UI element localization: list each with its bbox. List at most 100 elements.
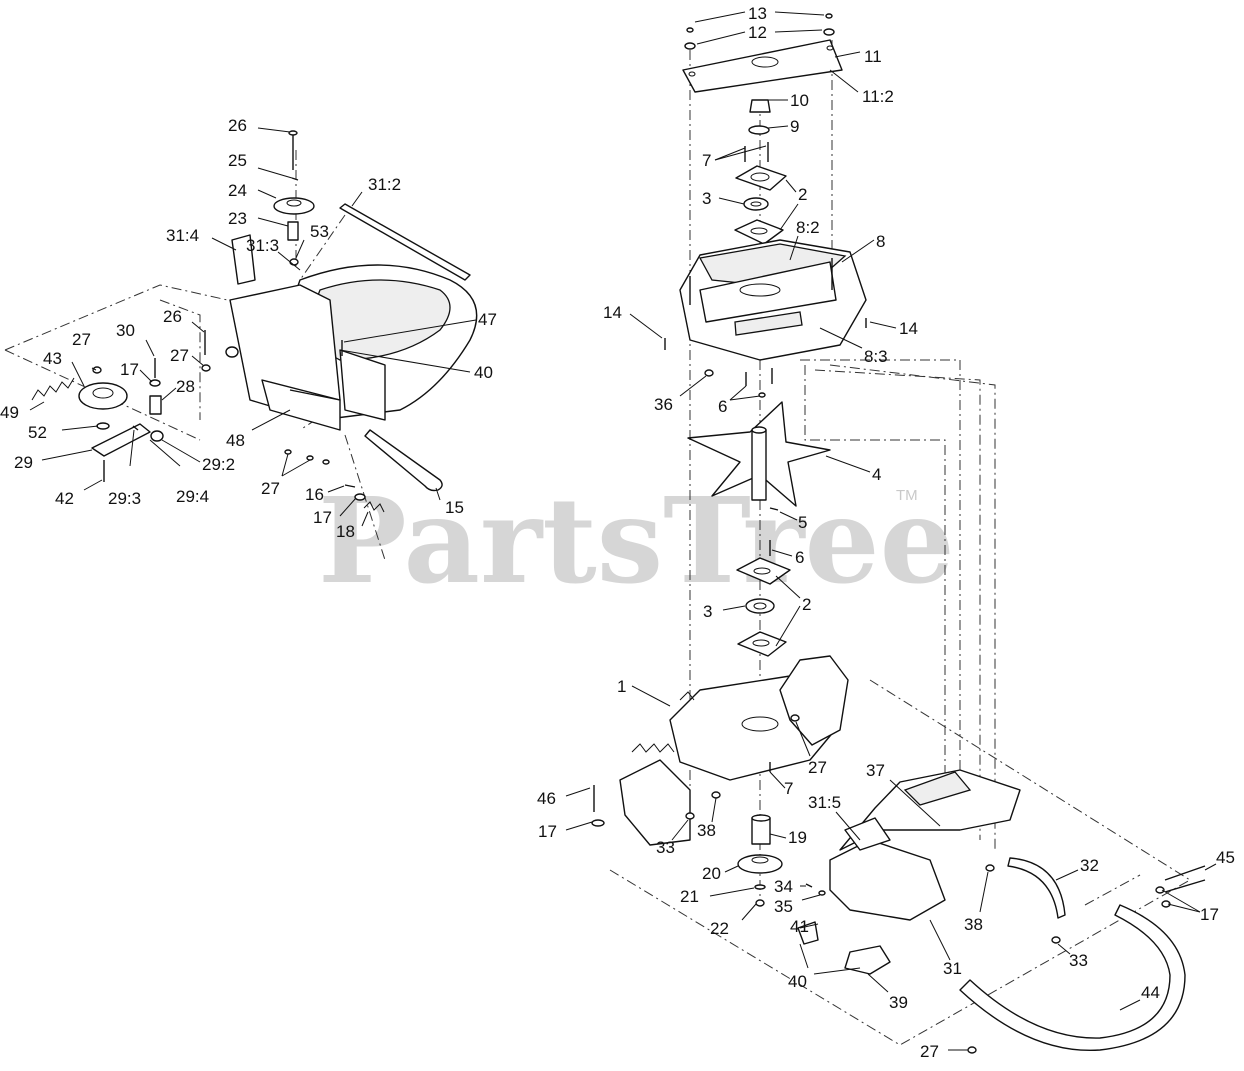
shroud-clip (844, 817, 891, 851)
callout-label: 23 (228, 209, 247, 228)
alignment-line (1084, 874, 1141, 906)
washer (754, 884, 766, 890)
chute-upright (779, 655, 849, 746)
callout-label: 11 (864, 47, 882, 66)
callout-label: 32 (1080, 856, 1099, 875)
callout-label: 15 (445, 498, 464, 517)
pulley-hub (751, 856, 769, 864)
callout-label: 12 (748, 23, 767, 42)
nut (201, 364, 211, 372)
washer (823, 28, 835, 36)
watermark-trademark: TM (896, 487, 918, 504)
spacer (751, 817, 771, 845)
callout-label: 2 (798, 185, 807, 204)
callout-label: 17 (1200, 905, 1219, 924)
callout-label: 4 (872, 465, 881, 484)
callout-label: 19 (788, 828, 807, 847)
housing-bracket (699, 261, 837, 323)
shaft-top (751, 426, 767, 434)
callout-label: 44 (1141, 983, 1160, 1002)
callout-label: 31 (943, 959, 962, 978)
rod (289, 389, 341, 401)
bearing (743, 197, 769, 211)
bearing-bore (750, 172, 770, 182)
washer (149, 379, 161, 387)
callout-label: 53 (310, 222, 329, 241)
callout-label: 49 (0, 403, 19, 422)
nut (92, 366, 102, 374)
nut (755, 899, 765, 907)
callout-label: 25 (228, 151, 247, 170)
callout-label: 20 (702, 864, 721, 883)
tension-spring (31, 377, 75, 401)
plate-hole (826, 45, 834, 51)
callout-label: 6 (718, 397, 727, 416)
callout-label: 41 (790, 917, 809, 936)
callout-label: 42 (55, 489, 74, 508)
flange-bearing (737, 631, 787, 657)
callout-label: 2 (802, 595, 811, 614)
alignment-line (829, 364, 996, 850)
callout-label: 26 (228, 116, 247, 135)
impeller-shaft (751, 429, 767, 501)
screw (344, 484, 356, 488)
left-assembly (4, 130, 478, 561)
leader-lines (29, 11, 1217, 1051)
callout-label: 1 (617, 677, 626, 696)
callout-label: 9 (790, 117, 799, 136)
callout-label: 37 (866, 761, 885, 780)
callout-label: 48 (226, 431, 245, 450)
bushing (225, 346, 239, 358)
callout-label: 29:4 (176, 487, 209, 506)
alignment-line (159, 299, 201, 420)
compression-spring (363, 501, 385, 513)
hex-nut (749, 99, 771, 113)
callout-label: 17 (120, 360, 139, 379)
callout-label: 16 (305, 485, 324, 504)
watermark-text: PartsTree (318, 471, 955, 610)
callout-label: 28 (176, 377, 195, 396)
watermark: PartsTree TM (318, 471, 955, 610)
housing-label (734, 311, 803, 336)
nut (985, 864, 995, 872)
right-assembly (591, 13, 1206, 1054)
screw (825, 13, 833, 19)
alignment-line (299, 214, 346, 281)
bearing-bore (750, 201, 762, 207)
nut (704, 369, 714, 377)
callout-label: 40 (474, 363, 493, 382)
spacer (149, 395, 162, 415)
callout-label: 38 (964, 915, 983, 934)
spacer-top (751, 814, 771, 822)
housing-bore (739, 283, 781, 297)
bearing (745, 598, 775, 614)
flange-bearing (736, 557, 791, 585)
callout-label: 14 (603, 303, 622, 322)
side-bracket (619, 759, 691, 846)
plate-hole (688, 71, 696, 77)
callout-label: 6 (795, 548, 804, 567)
callout-label: 3 (703, 602, 712, 621)
idler-arm (91, 423, 151, 457)
bearing-bore (753, 567, 771, 575)
pin (1164, 879, 1206, 893)
callout-label: 29:2 (202, 455, 235, 474)
callout-label: 35 (774, 897, 793, 916)
top-plate (682, 39, 843, 93)
callout-label: 31:2 (368, 175, 401, 194)
frame-plate (339, 349, 386, 421)
nut (790, 714, 800, 722)
key (769, 507, 779, 511)
callout-label: 27 (920, 1042, 939, 1061)
washer (591, 819, 605, 827)
pulley (737, 854, 783, 874)
curved-strap (1007, 857, 1066, 919)
alignment-line (804, 365, 946, 830)
callout-label: 10 (790, 91, 809, 110)
callout-label: 52 (28, 423, 47, 442)
callout-label: 40 (788, 972, 807, 991)
bolt-head (288, 130, 298, 136)
nut (322, 459, 330, 465)
bracket (231, 234, 256, 285)
